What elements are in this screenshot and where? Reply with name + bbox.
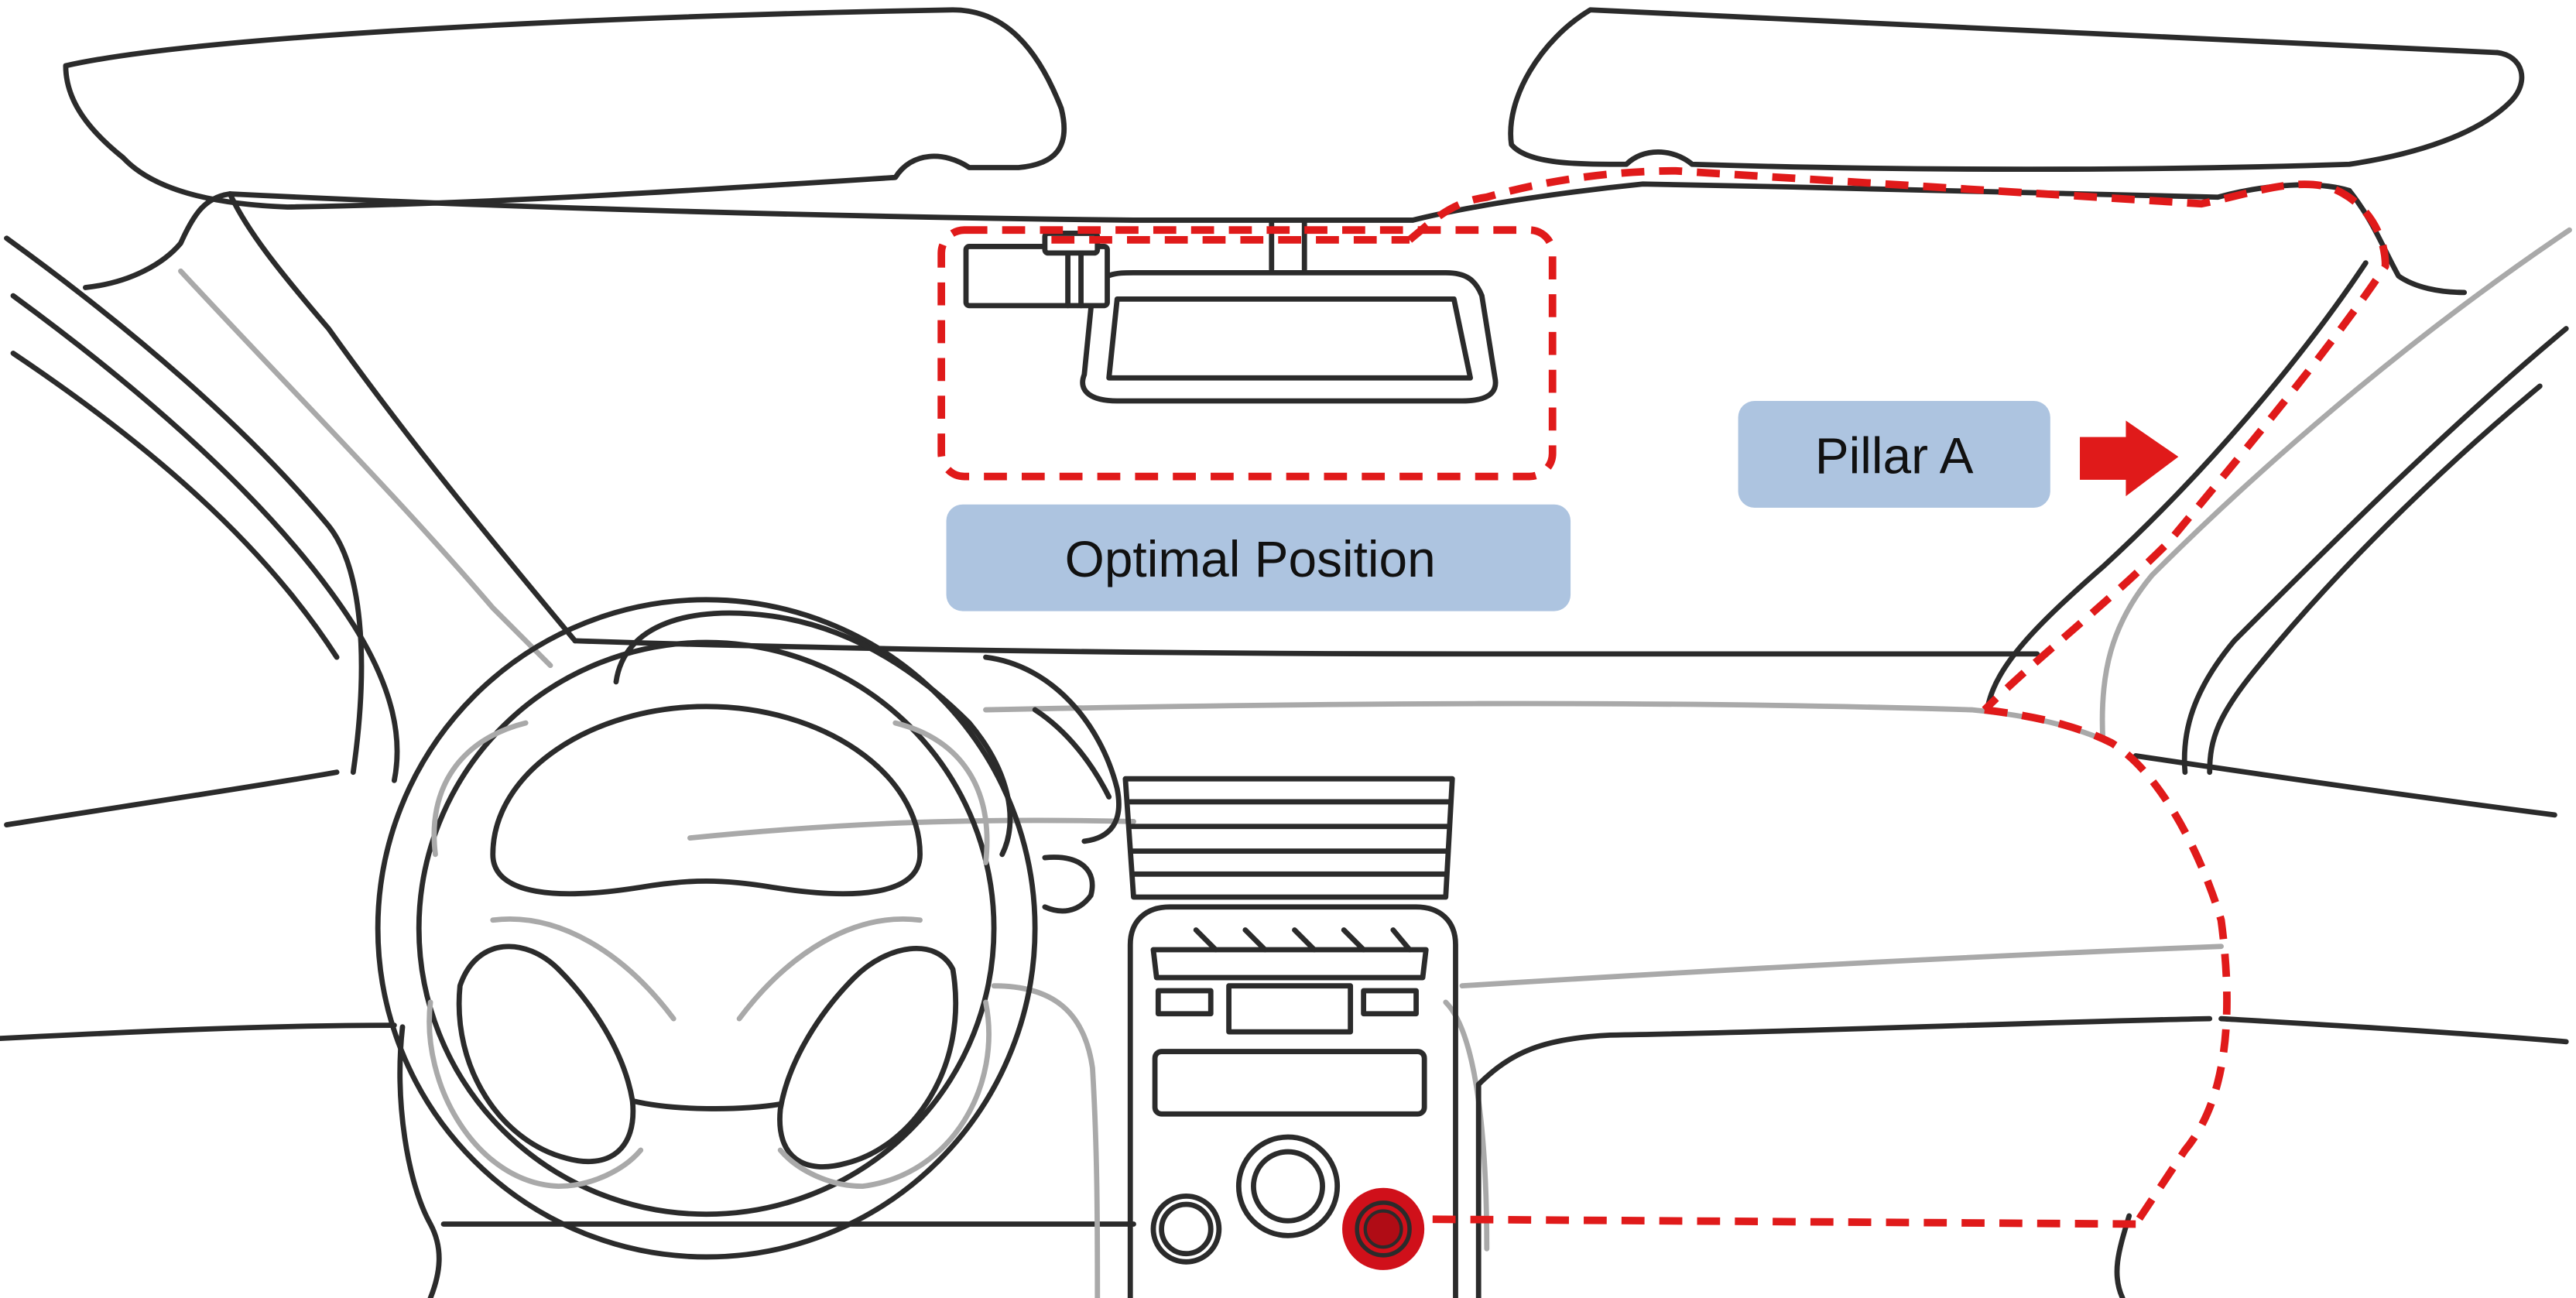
right-sun-visor xyxy=(1508,7,2525,173)
optimal-position-highlight xyxy=(937,226,1557,481)
center-console xyxy=(1127,904,1458,1298)
control-knob xyxy=(1235,1134,1341,1238)
pillar-a-text: Pillar A xyxy=(1815,426,1974,484)
left-sun-visor xyxy=(63,7,1067,210)
dash-camera-icon xyxy=(963,231,1110,309)
right-a-pillar xyxy=(2099,227,2572,818)
rearview-mirror xyxy=(1080,217,1499,404)
optimal-position-text: Optimal Position xyxy=(1065,530,1436,587)
optimal-position-label: Optimal Position xyxy=(946,504,1571,611)
cable-route xyxy=(1051,166,2389,1228)
steering-wheel xyxy=(375,597,1122,1260)
small-knob xyxy=(1150,1193,1222,1265)
air-vent xyxy=(1122,776,1455,900)
left-a-pillar xyxy=(4,235,553,828)
cigarette-lighter-socket-icon xyxy=(1342,1187,1425,1270)
pillar-a-label: Pillar A xyxy=(1738,400,2050,508)
dashboard xyxy=(0,700,2569,1298)
arrow-right-icon xyxy=(2080,420,2179,497)
